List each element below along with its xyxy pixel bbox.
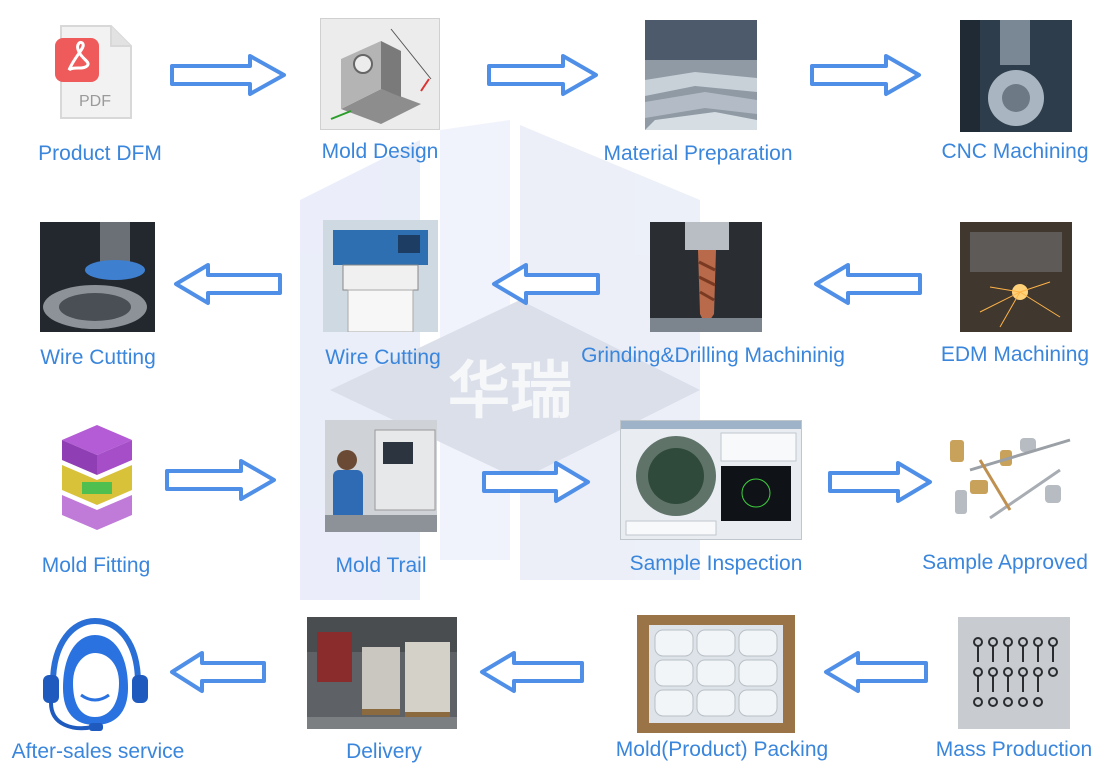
arrow-left-icon xyxy=(480,651,584,693)
step-label-mold-fitting: Mold Fitting xyxy=(41,554,151,577)
bolts-on-board-image xyxy=(958,617,1070,729)
metal-plates-image xyxy=(645,20,757,130)
wire-cutting-machine-image xyxy=(323,220,438,333)
arrow-left-icon xyxy=(824,651,928,693)
step-label-wire-cutting-2: Wire Cutting xyxy=(325,346,441,369)
arrow-right-icon xyxy=(810,54,921,96)
arrow-left-icon xyxy=(492,263,600,305)
step-label-mold-design: Mold Design xyxy=(321,140,439,163)
arrow-right-icon xyxy=(828,461,932,503)
watermark-text: 华瑞 xyxy=(448,354,572,427)
step-label-delivery: Delivery xyxy=(346,740,422,763)
arrow-right-icon xyxy=(170,54,286,96)
mold-3d-model-image xyxy=(52,420,142,532)
step-label-sample-approved: Sample Approved xyxy=(922,551,1088,574)
pdf-label: PDF xyxy=(79,93,111,110)
edm-sparks-image xyxy=(960,222,1072,332)
headset-agent-icon xyxy=(33,613,158,738)
step-label-after-sales: After-sales service xyxy=(11,740,185,763)
step-label-wire-cutting-1: Wire Cutting xyxy=(40,346,156,369)
step-label-cnc-machining: CNC Machining xyxy=(941,140,1089,163)
step-label-product-dfm: Product DFM xyxy=(38,142,162,165)
arrow-right-icon xyxy=(487,54,598,96)
step-label-mass-production: Mass Production xyxy=(935,738,1093,761)
inspection-screen-image xyxy=(620,420,802,540)
pdf-file-icon: PDF xyxy=(55,22,135,122)
arrow-left-icon xyxy=(174,263,282,305)
cad-model-image xyxy=(320,18,440,130)
step-label-mold-trail: Mold Trail xyxy=(335,554,427,577)
step-label-packing: Mold(Product) Packing xyxy=(615,738,829,761)
cnc-machine-image xyxy=(960,20,1072,132)
metal-parts-image xyxy=(940,430,1080,525)
pallets-truck-image xyxy=(307,617,457,729)
step-label-grinding-drilling: Grinding&Drilling Machininig xyxy=(581,344,845,367)
step-label-material-preparation: Material Preparation xyxy=(603,142,793,165)
arrow-right-icon xyxy=(482,461,590,503)
operator-at-machine-image xyxy=(325,420,437,532)
arrow-left-icon xyxy=(170,651,266,693)
step-label-sample-inspection: Sample Inspection xyxy=(629,552,803,575)
arrow-right-icon xyxy=(165,459,276,501)
step-label-edm-machining: EDM Machining xyxy=(940,343,1090,366)
packed-parts-box-image xyxy=(637,615,795,733)
grinding-wheel-image xyxy=(40,222,155,332)
drill-bit-image xyxy=(650,222,762,332)
arrow-left-icon xyxy=(814,263,922,305)
